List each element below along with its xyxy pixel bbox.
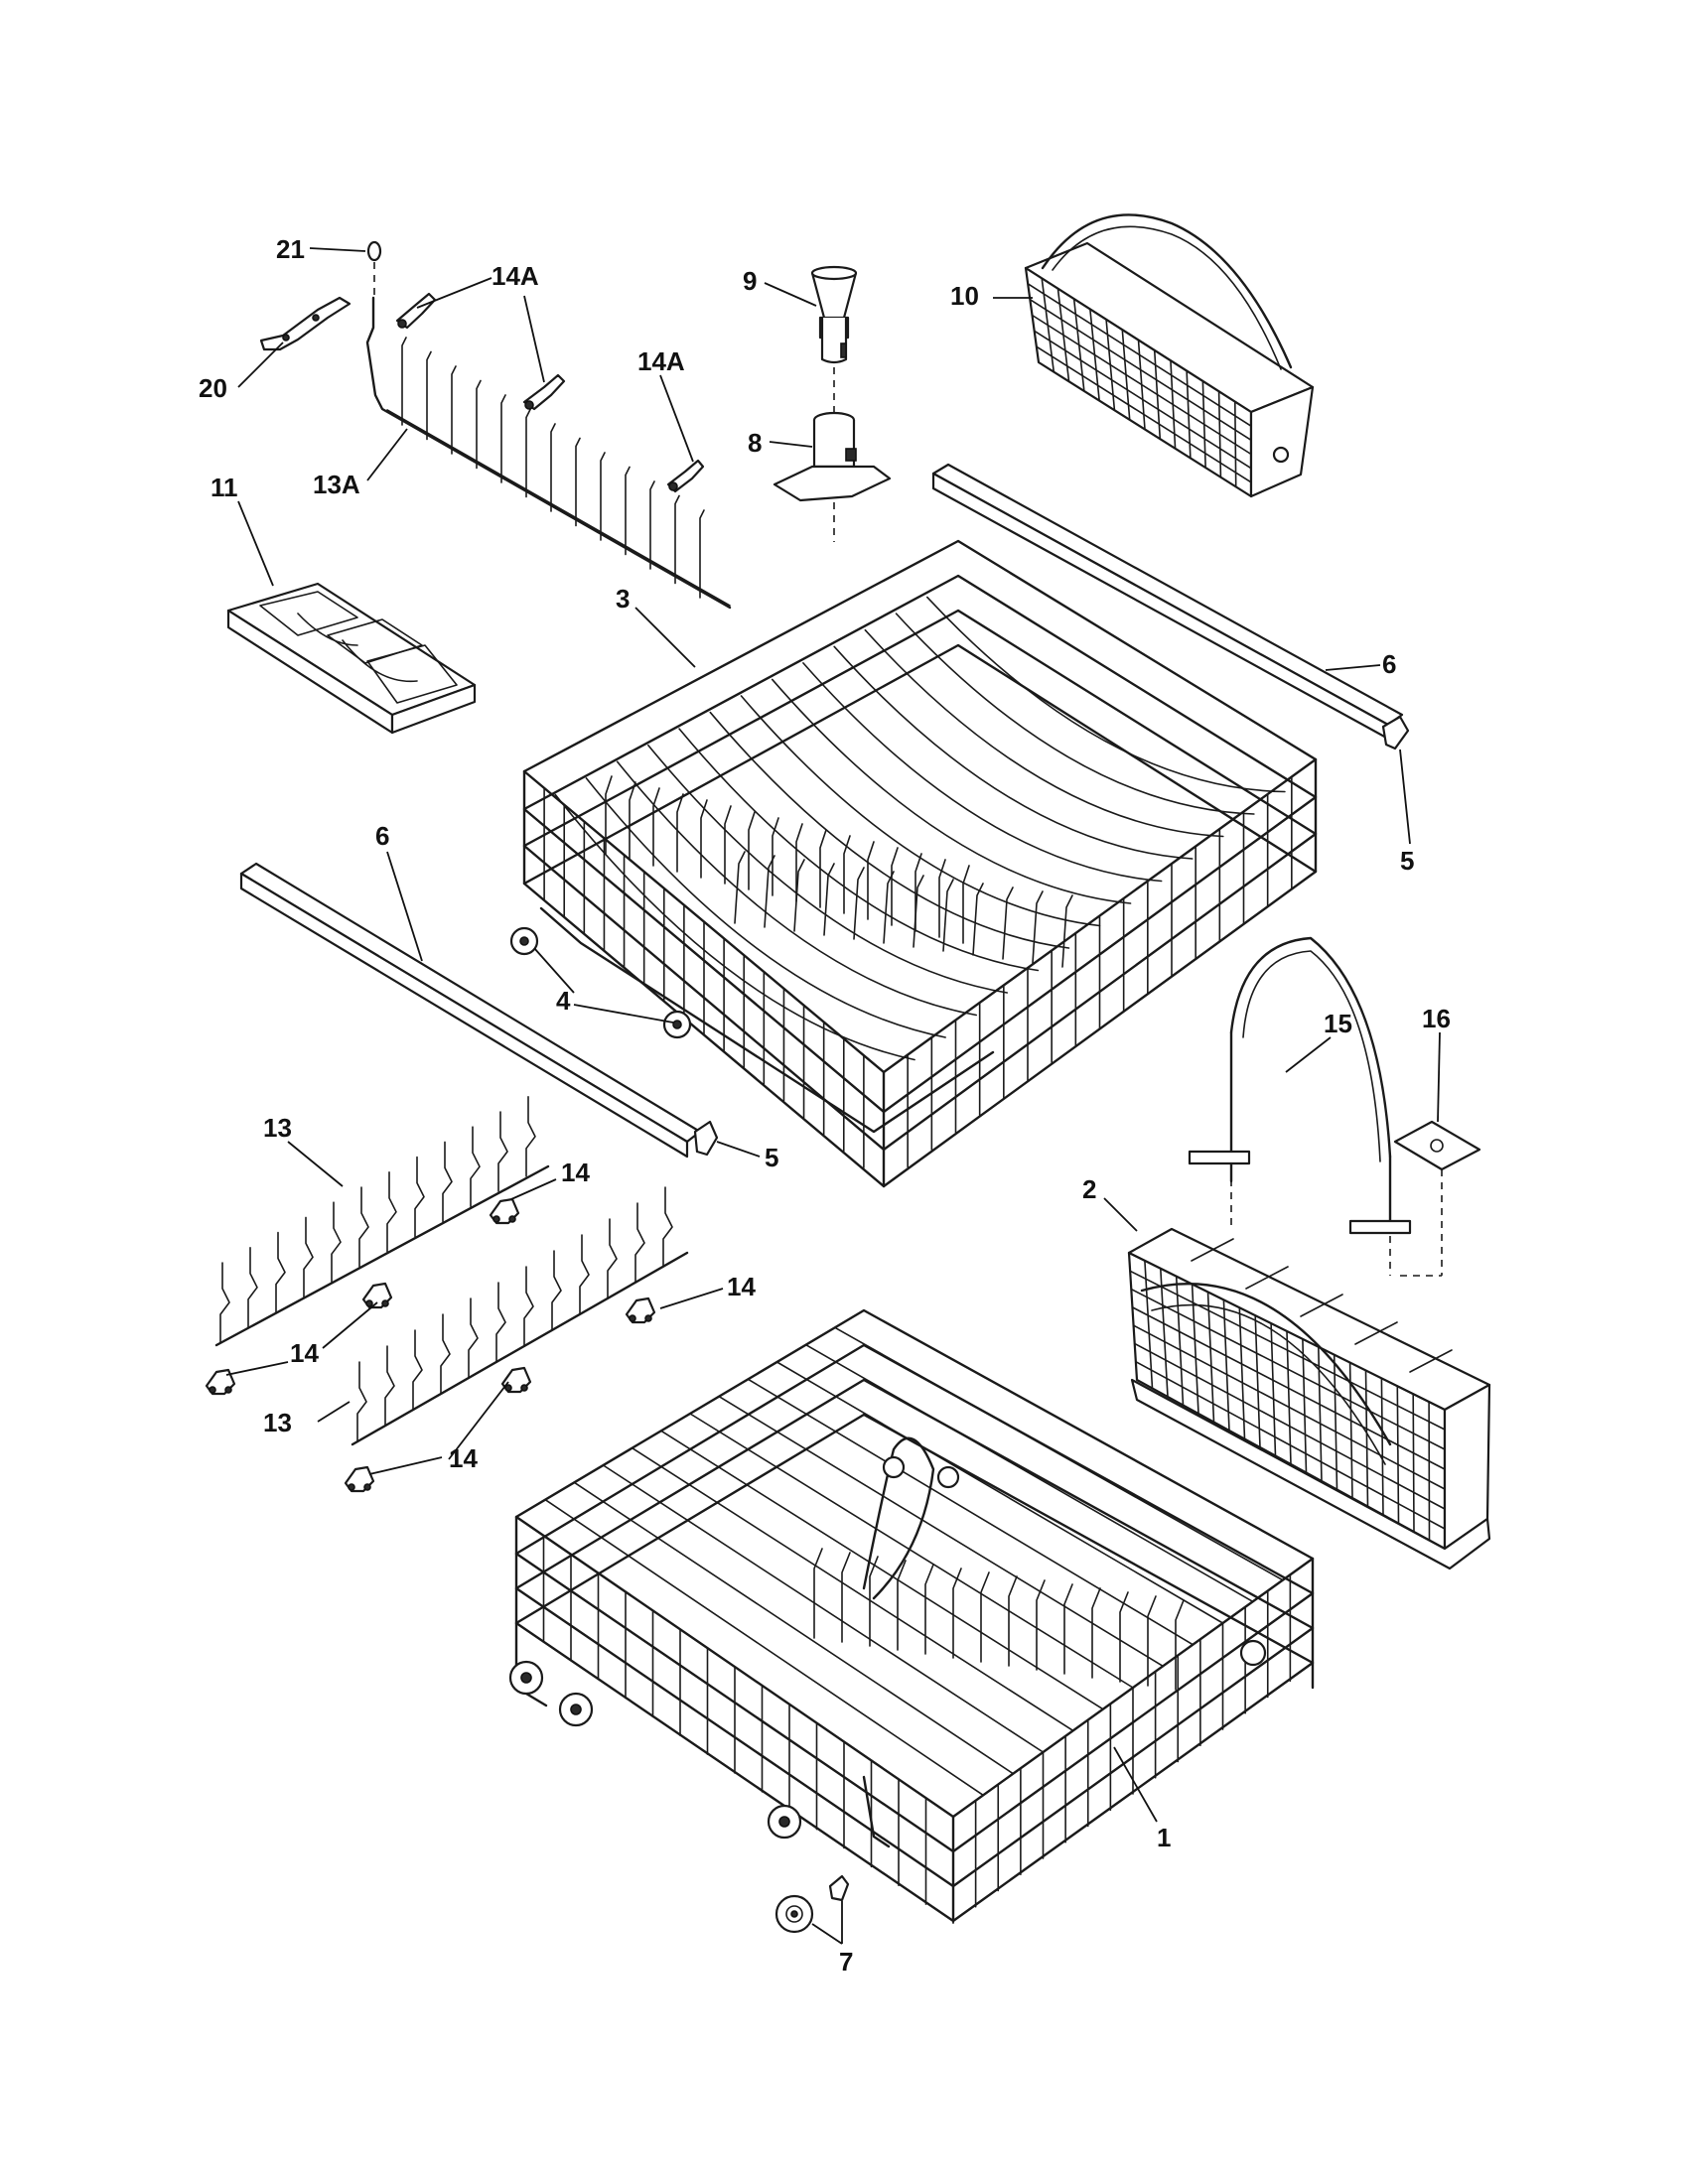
part-4-rack-wheels: [509, 926, 692, 1039]
callout-7: 7: [839, 1947, 853, 1977]
callout-20: 20: [199, 373, 227, 403]
callout-15: 15: [1324, 1009, 1352, 1038]
part-1-lower-rack: [514, 1308, 1315, 1924]
callout-4: 4: [556, 986, 571, 1016]
part-10-basket: [1024, 213, 1315, 498]
callout-14A-upper: 14A: [492, 261, 539, 291]
callout-14-d: 14: [449, 1443, 478, 1473]
callout-6-upper: 6: [1382, 649, 1396, 679]
callout-8: 8: [748, 428, 762, 458]
assembly-lines: [1230, 1166, 1443, 1277]
part-20-clip: [259, 296, 352, 351]
part-13A-tine-row: [365, 262, 732, 610]
part-5-endcap-upper: [1381, 715, 1410, 751]
callout-3: 3: [616, 584, 630, 614]
part-3-upper-rack: [522, 539, 1318, 1188]
part-16-grid-lid: [1393, 1120, 1481, 1171]
part-11-tray: [226, 582, 477, 735]
part-6-rail-lower: [239, 862, 702, 1159]
callout-14-a: 14: [561, 1158, 590, 1187]
callout-9: 9: [743, 266, 757, 296]
part-2-cutlery-basket: [1127, 1227, 1491, 1570]
part-1-rack-wheels: [508, 1639, 1267, 1840]
callout-13A: 13A: [313, 470, 360, 499]
callout-14A-right: 14A: [637, 346, 685, 376]
callout-2: 2: [1082, 1174, 1096, 1204]
callout-13-upper: 13: [263, 1113, 292, 1143]
callout-21: 21: [276, 234, 305, 264]
callout-13-lower: 13: [263, 1408, 292, 1437]
callout-10: 10: [950, 281, 979, 311]
part-13-tine-rows: [214, 1096, 689, 1446]
callout-5-lower: 5: [765, 1143, 778, 1172]
callout-14-b: 14: [727, 1272, 756, 1301]
callout-14-c: 14: [290, 1338, 319, 1368]
callout-labels: 21 20 14A 14A 13A 11 9 8 10 3 6 5 6 4 5 …: [199, 234, 1451, 1977]
callout-1: 1: [1157, 1823, 1171, 1852]
leader-lines: [225, 247, 1441, 1945]
part-15-handle: [1188, 936, 1412, 1235]
callout-6-lower: 6: [375, 821, 389, 851]
part-21-cap: [366, 240, 382, 262]
part-8-nozzle-base: [773, 411, 892, 502]
callout-16: 16: [1422, 1004, 1451, 1033]
part-7-wheel-kit: [774, 1874, 850, 1934]
part-9-nozzle: [810, 265, 858, 364]
part-14A-clips: [395, 292, 705, 493]
part-6-rail-upper: [931, 463, 1404, 741]
part-5-endcap-lower: [693, 1120, 719, 1157]
part-14-clips: [205, 1197, 656, 1493]
callout-11: 11: [211, 473, 238, 502]
callout-5-upper: 5: [1400, 846, 1414, 876]
